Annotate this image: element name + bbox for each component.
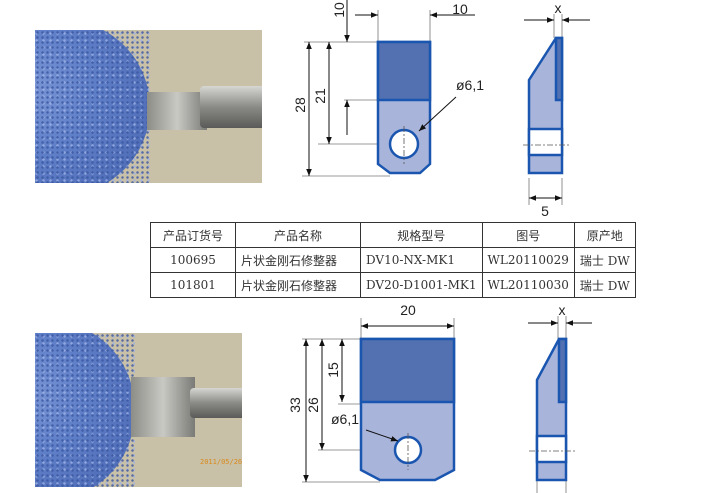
dim-hole-height-2: 26 [305, 397, 321, 413]
dim-thickness-2: x [559, 302, 566, 318]
dim-hole-diameter-2: ø6,1 [331, 411, 359, 427]
dim-hole-height-1: 21 [312, 88, 328, 104]
front-view-2 [359, 337, 456, 482]
cell-drawing-no: WL20110029 [481, 247, 575, 273]
cell-model: DV20-D1001-MK1 [360, 272, 483, 298]
dim-width-2: 20 [400, 302, 416, 318]
cell-origin: 瑞士 DW [573, 272, 636, 298]
header-product-name: 产品名称 [235, 222, 361, 248]
dim-side-width-1: 5 [541, 203, 549, 219]
product-table: 产品订货号 产品名称 规格型号 图号 原产地 100695 片状金刚石修整器 D… [150, 222, 636, 298]
table-row: 100695 片状金刚石修整器 DV10-NX-MK1 WL20110029 瑞… [150, 247, 636, 273]
dim-total-height-1: 28 [292, 97, 308, 113]
dim-top-height-2: 15 [325, 362, 341, 378]
dim-top-height-1: 10 [331, 2, 347, 18]
dim-hole-diameter-1: ø6,1 [456, 77, 484, 93]
table-row: 101801 片状金刚石修整器 DV20-D1001-MK1 WL2011003… [150, 272, 636, 298]
dim-total-height-2: 33 [287, 397, 303, 413]
cell-drawing-no: WL20110030 [481, 272, 575, 298]
photo-date-stamp: 2011/05/26 [200, 458, 242, 466]
cell-model: DV10-NX-MK1 [360, 247, 483, 273]
dim-width-1: 10 [452, 1, 468, 17]
cell-product-name: 片状金刚石修整器 [235, 247, 361, 273]
dresser-photo-1 [35, 30, 262, 183]
table-header-row: 产品订货号 产品名称 规格型号 图号 原产地 [150, 222, 636, 248]
cell-order-no: 100695 [150, 247, 236, 273]
header-drawing-no: 图号 [481, 222, 575, 248]
cell-order-no: 101801 [150, 272, 236, 298]
header-order-no: 产品订货号 [150, 222, 236, 248]
header-model: 规格型号 [360, 222, 483, 248]
dim-thickness-1: x [555, 0, 562, 16]
side-view-1 [527, 36, 564, 175]
side-view-2 [535, 337, 568, 482]
header-origin: 原产地 [573, 222, 636, 248]
cell-origin: 瑞士 DW [573, 247, 636, 273]
dresser-photo-2: 2011/05/26 [35, 333, 242, 487]
cell-product-name: 片状金刚石修整器 [235, 272, 361, 298]
